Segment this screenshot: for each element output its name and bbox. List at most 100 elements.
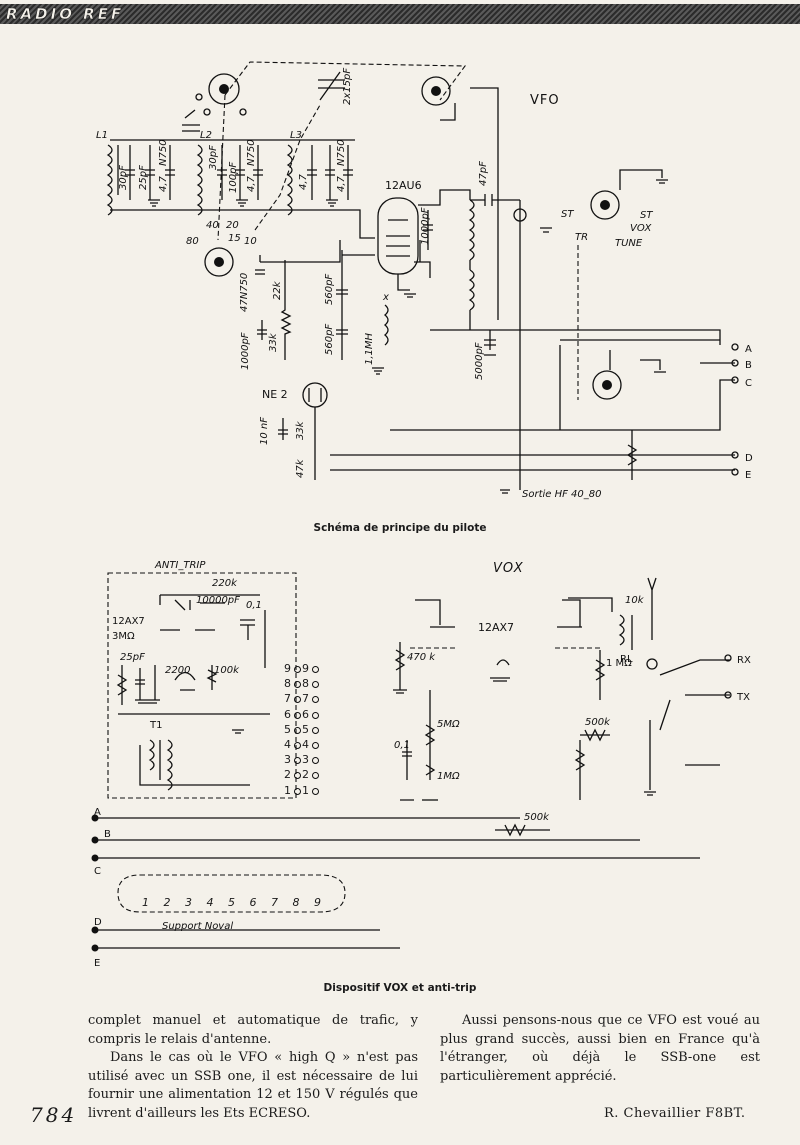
noval-pin: 7 bbox=[271, 896, 278, 909]
pin-terminal bbox=[312, 681, 319, 689]
svg-text:N750: N750 bbox=[158, 139, 169, 166]
noval-pin: 4 bbox=[206, 896, 214, 909]
svg-text:5000pF: 5000pF bbox=[474, 342, 485, 380]
svg-text:TX: TX bbox=[736, 692, 750, 703]
svg-text:A: A bbox=[94, 807, 101, 818]
band-switch-2 bbox=[204, 247, 234, 277]
svg-text:10: 10 bbox=[244, 236, 257, 247]
pin-terminal bbox=[312, 726, 319, 734]
vfo-switch bbox=[421, 76, 451, 106]
svg-text:25pF: 25pF bbox=[138, 165, 149, 190]
noval-pin: 5 bbox=[228, 896, 235, 909]
svg-text:A: A bbox=[745, 344, 752, 355]
svg-text:20: 20 bbox=[226, 220, 239, 231]
svg-text:4,7: 4,7 bbox=[246, 175, 257, 192]
figure1-caption: Schéma de principe du pilote bbox=[313, 522, 487, 534]
svg-text:47N750: 47N750 bbox=[239, 273, 250, 312]
pin-label: 1 bbox=[302, 783, 309, 797]
band-switch-1 bbox=[208, 73, 240, 105]
ne2-lamp bbox=[302, 382, 328, 408]
svg-text:4,7: 4,7 bbox=[298, 173, 309, 190]
svg-text:x: x bbox=[382, 292, 389, 303]
pin-terminal bbox=[294, 711, 301, 719]
l1-group: L1 30pF 25pF N750 4,7 bbox=[96, 130, 175, 216]
pilot-schematic: 2x15pF L1 30pF 25pF N750 4,7 L2 30pF 100… bbox=[96, 61, 753, 500]
svg-text:L3: L3 bbox=[290, 130, 302, 141]
svg-text:D: D bbox=[94, 917, 102, 928]
svg-text:1000pF: 1000pF bbox=[240, 332, 251, 370]
svg-text:E: E bbox=[745, 470, 751, 481]
svg-text:100pF: 100pF bbox=[228, 162, 239, 193]
svg-text:12AX7: 12AX7 bbox=[478, 621, 514, 634]
author-signature: R. Chevaillier F8BT. bbox=[604, 1106, 746, 1121]
paragraph: Dans le cas où le VFO « high Q » n'est p… bbox=[88, 1050, 418, 1121]
svg-text:560pF: 560pF bbox=[324, 274, 335, 305]
pin-terminal bbox=[312, 666, 319, 673]
pin-label: 7 bbox=[302, 692, 309, 706]
anti-trip-box bbox=[107, 572, 297, 799]
svg-text:L2: L2 bbox=[200, 130, 212, 141]
pin-label: 4 bbox=[284, 738, 291, 751]
noval-pin: 8 bbox=[292, 896, 300, 909]
pin-terminal bbox=[294, 757, 301, 765]
pin-terminal bbox=[294, 772, 301, 780]
svg-text:33k: 33k bbox=[268, 332, 279, 352]
svg-text:0,1: 0,1 bbox=[394, 740, 410, 751]
pin-terminal bbox=[294, 696, 301, 704]
text-column-right: Aussi pensons-nous que ce VFO est voué a… bbox=[440, 1012, 760, 1086]
svg-text:470 k: 470 k bbox=[407, 652, 436, 663]
pin-terminal bbox=[312, 742, 319, 749]
pin-label: 9 bbox=[302, 662, 309, 675]
vox-schematic: ANTI_TRIP VOX 220k 10000pF 0,1 12AX7 3MΩ… bbox=[91, 560, 751, 969]
svg-text:10k: 10k bbox=[625, 595, 645, 606]
svg-text:4,7: 4,7 bbox=[158, 175, 169, 192]
svg-text:B: B bbox=[745, 360, 752, 371]
magazine-title: RADIO REF bbox=[6, 5, 125, 24]
noval-pin: 1 bbox=[142, 896, 149, 909]
svg-text:C: C bbox=[745, 378, 752, 389]
noval-pin: 9 bbox=[314, 896, 321, 909]
svg-text:T1: T1 bbox=[149, 720, 162, 731]
header-band: RADIO REF bbox=[0, 4, 800, 24]
noval-pin: 2 bbox=[163, 896, 171, 909]
pin-label: 8 bbox=[302, 677, 309, 691]
pin-label: 7 bbox=[284, 692, 291, 706]
svg-text:1MΩ: 1MΩ bbox=[437, 771, 460, 782]
pin-label: 4 bbox=[302, 738, 309, 751]
svg-text:22k: 22k bbox=[272, 280, 283, 300]
figure2-caption: Dispositif VOX et anti-trip bbox=[323, 982, 477, 994]
pin-terminal bbox=[312, 757, 319, 765]
svg-text:L1: L1 bbox=[96, 130, 108, 141]
pin-terminal bbox=[312, 772, 319, 780]
svg-text:47k: 47k bbox=[295, 458, 306, 478]
svg-text:10 nF: 10 nF bbox=[259, 417, 270, 445]
svg-text:30pF: 30pF bbox=[118, 165, 129, 190]
svg-text:TUNE: TUNE bbox=[615, 238, 643, 249]
pin-terminal bbox=[312, 711, 319, 719]
svg-text:80: 80 bbox=[186, 236, 199, 247]
l2-group: L2 30pF 100pF N750 4,7 bbox=[196, 130, 263, 216]
switch-b bbox=[592, 370, 622, 400]
svg-text:1000pF: 1000pF bbox=[420, 207, 431, 245]
svg-text:3MΩ: 3MΩ bbox=[112, 631, 135, 642]
noval-socket bbox=[117, 874, 346, 913]
svg-text:C: C bbox=[94, 866, 101, 877]
svg-text:25pF: 25pF bbox=[120, 652, 145, 663]
svg-text:47pF: 47pF bbox=[478, 161, 489, 186]
pin-label: 1 bbox=[284, 783, 291, 797]
page-number: 784 bbox=[30, 1103, 78, 1127]
svg-text:500k: 500k bbox=[524, 812, 550, 823]
svg-text:4,7: 4,7 bbox=[336, 175, 347, 192]
vfo-label: VFO bbox=[530, 93, 560, 108]
pin-label: 9 bbox=[284, 662, 291, 675]
mode-switch bbox=[590, 190, 620, 220]
svg-text:NE 2: NE 2 bbox=[262, 388, 288, 401]
pin-terminal bbox=[294, 726, 301, 734]
noval-pin: 6 bbox=[249, 896, 257, 909]
pin-label: 8 bbox=[284, 677, 291, 691]
pin-label: 6 bbox=[284, 707, 291, 721]
pin-label: 5 bbox=[302, 722, 309, 736]
svg-text:560pF: 560pF bbox=[324, 324, 335, 355]
svg-text:220k: 220k bbox=[212, 578, 238, 589]
svg-text:10000pF: 10000pF bbox=[196, 595, 240, 606]
